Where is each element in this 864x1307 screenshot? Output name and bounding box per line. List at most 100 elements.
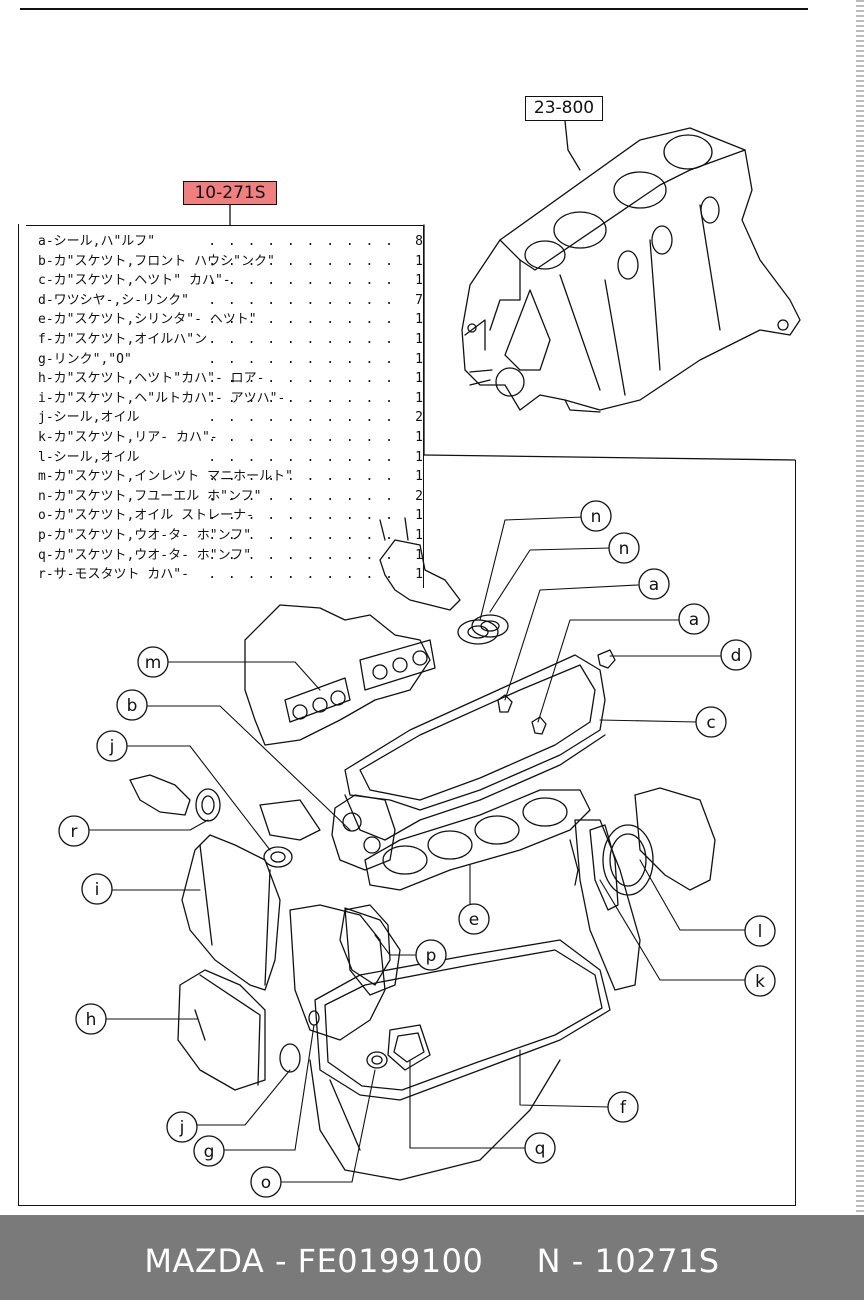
parts-list-item-text: h — [38, 371, 46, 387]
parts-list-item: m-カ"スケツト,インレツト マニホールト". . . . . . . . . … — [38, 467, 423, 487]
parts-list-leader-dots: . . . . . . . . . . — [208, 528, 395, 543]
parts-list-item: a-シール,ハ"ルフ". . . . . . . . . .8 — [38, 232, 423, 252]
callout-n-2: n — [619, 539, 630, 559]
parts-list-separator: - — [45, 528, 54, 543]
callout-d: d — [731, 646, 742, 666]
frame-top-rule — [20, 8, 808, 10]
parts-list-separator: - — [45, 410, 54, 426]
parts-list-item-name: シール,ハ"ルフ" — [53, 234, 156, 249]
parts-list-item: d-ワツシヤ-,シ-リンク" . . . . . . . . . . 7 — [38, 291, 423, 311]
parts-list-separator: - — [45, 292, 54, 308]
parts-list-separator: - — [45, 508, 54, 524]
callout-m: m — [145, 653, 162, 673]
parts-list-item: e-カ"スケツト,シリンタ"- ヘツト". . . . . . . . . .1 — [38, 310, 423, 330]
callout-g: g — [204, 1142, 215, 1162]
parts-list-separator: - — [45, 351, 54, 367]
parts-list-item-name: カ"スケツト,ウオ-タ- ホ"ンフ" — [53, 528, 252, 543]
parts-list-leader-dots: . . . . . . . . . . — [208, 371, 395, 387]
parts-list-item-name: カ"スケツト,ヘツト" カハ"- — [53, 273, 231, 289]
parts-list-item-qty: 1 — [415, 312, 423, 328]
parts-list-item-text: j — [38, 410, 46, 426]
parts-list-separator: - — [45, 312, 54, 328]
parts-list-item-text: k — [38, 430, 46, 445]
callout-k: k — [755, 972, 765, 992]
parts-list-item-qty: 1 — [415, 528, 423, 543]
parts-list-separator: - — [45, 273, 54, 289]
water-pump-gasket-drawing — [339, 904, 431, 1071]
parts-list-item-text: r — [38, 567, 46, 583]
parts-list-item: n-カ"スケツト,フユーエル ホ"ンフ". . . . . . . . . .2 — [38, 487, 423, 507]
parts-list-leader-dots: . . . . . . . . . . — [208, 410, 395, 426]
parts-list-item-name: リンク","O" — [53, 351, 132, 367]
parts-list-item-name: カ"スケツト,ヘ"ルトカハ"- アツハ"- — [53, 390, 286, 406]
parts-list-item-qty: 1 — [415, 449, 423, 465]
front-housing-gasket-drawing — [331, 794, 396, 871]
callout-o: o — [261, 1173, 271, 1193]
frame-left-rule — [18, 224, 19, 1206]
callout-c: c — [706, 713, 715, 733]
fuel-pump-drawing — [379, 517, 509, 645]
parts-list-item-name: カ"スケツト,リア- カハ"- — [53, 430, 218, 445]
parts-list-item-text: d — [38, 292, 46, 308]
frame-right-rule — [795, 460, 796, 1206]
callout-i: i — [95, 880, 100, 900]
callout-q: q — [535, 1139, 546, 1159]
parts-list-separator: - — [45, 430, 54, 445]
parts-list-item-qty: 2 — [415, 410, 423, 426]
parts-list-item-qty: 1 — [415, 390, 423, 406]
footer-part-number: MAZDA - FE0199100 N - 10271S — [144, 1242, 720, 1280]
parts-list-item-qty: 1 — [415, 253, 423, 269]
parts-list-separator: - — [45, 449, 54, 465]
callout-h: h — [86, 1010, 97, 1030]
parts-list-item-text: i — [38, 390, 46, 406]
parts-list-leader-dots: . . . . . . . . . . — [208, 390, 395, 406]
parts-list-item-text: p — [38, 528, 46, 543]
parts-list-item: g-リンク","O". . . . . . . . . .1 — [38, 350, 423, 370]
parts-list-item-name: シール,オイル — [53, 410, 140, 426]
parts-list-leader-dots: . . . . . . . . . . — [208, 449, 395, 465]
intake-manifold-drawing — [244, 604, 436, 746]
parts-list-leader-dots: . . . . . . . . . . — [208, 351, 395, 367]
parts-list-item: q-カ"スケツト,ウオ-タ- ホ"ンフ". . . . . . . . . .1 — [38, 546, 423, 566]
frame-bottom-rule — [18, 1205, 796, 1206]
parts-list-item-text: e — [38, 312, 46, 328]
callout-a-2: a — [689, 610, 699, 630]
belt-cover-drawing — [181, 799, 321, 991]
parts-list-item-name: カ"スケツト,フユーエル ホ"ンフ" — [53, 488, 262, 504]
parts-list-item-text: m — [38, 469, 46, 485]
parts-list-item-name: ワツシヤ-,シ-リンク" — [53, 292, 189, 308]
parts-list-item-qty: 1 — [415, 547, 423, 563]
parts-list-item-text: o — [38, 508, 46, 524]
parts-list-item-qty: 1 — [415, 508, 423, 524]
parts-list-item-name: カ"スケツト,インレツト マニホールト" — [53, 469, 293, 485]
parts-list-item: f-カ"スケツト,オイルハ"ン. . . . . . . . . .1 — [38, 330, 423, 350]
parts-list-separator: - — [45, 390, 54, 406]
engine-block-drawing — [461, 127, 801, 413]
parts-list-item-qty: 7 — [415, 292, 423, 308]
parts-list-separator: - — [45, 234, 54, 249]
callout-e: e — [469, 910, 479, 930]
parts-list-leader-dots: . . . . . . . . . . — [208, 547, 395, 563]
parts-list-separator: - — [45, 469, 54, 485]
parts-list-item: j-シール,オイル . . . . . . . . . . 2 — [38, 408, 423, 428]
parts-list-leader-dots: . . . . . . . . . . — [208, 332, 395, 347]
parts-list-separator: - — [45, 547, 54, 563]
parts-list-item: r-サ-モスタツト カハ"-. . . . . . . . . .1 — [38, 565, 423, 585]
parts-list-item-text: n — [38, 488, 46, 504]
parts-list-item-text: l — [38, 449, 46, 465]
callout-n-1: n — [591, 507, 602, 527]
parts-list-item-qty: 1 — [415, 567, 423, 583]
callout-f: f — [620, 1098, 627, 1118]
parts-list-item-name: カ"スケツト,ヘツト"カハ"- ロア- — [53, 371, 265, 387]
parts-list-separator: - — [45, 488, 54, 504]
callout-j-2: j — [179, 1118, 185, 1138]
parts-list-leader-dots: . . . . . . . . . . — [208, 469, 395, 485]
exploded-gasket-diagram: n n a a d c m b j r i e p l k h f j g q … — [58, 120, 801, 1198]
parts-list-item: i-カ"スケツト,ヘ"ルトカハ"- アツハ"-. . . . . . . . .… — [38, 389, 423, 409]
parts-list-item: b-カ"スケツト,フロント ハウシ"ンク". . . . . . . . . .… — [38, 252, 423, 272]
parts-list-leader-dots: . . . . . . . . . . — [208, 292, 395, 308]
parts-list-leader-dots: . . . . . . . . . . — [208, 253, 395, 269]
parts-list-separator: - — [45, 253, 54, 269]
oil-pan-drawing — [309, 939, 611, 1181]
